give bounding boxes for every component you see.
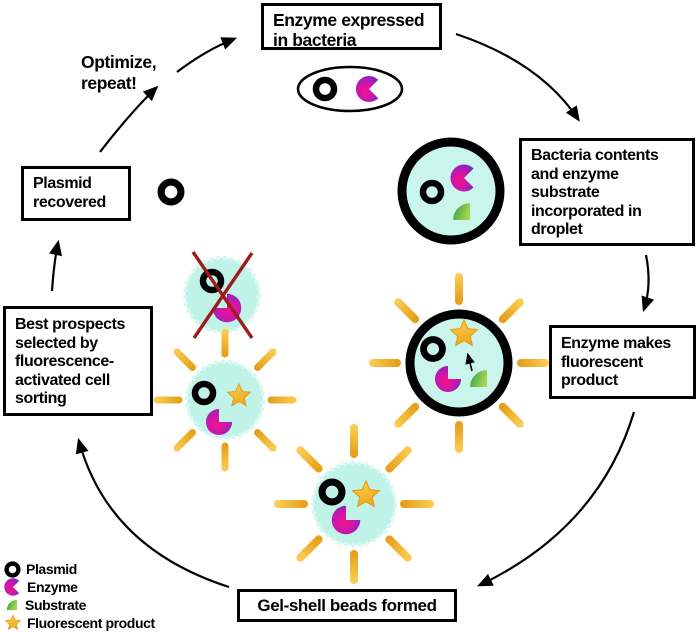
glowing-droplet — [369, 273, 549, 453]
droplet-with-contents — [397, 137, 505, 245]
rejected-gel-bead — [183, 251, 261, 339]
recovered-plasmid-icon — [161, 182, 181, 202]
selected-gel-bead — [153, 328, 297, 472]
legend: Plasmid Enzyme Substrate Fluorescent pro… — [4, 560, 155, 632]
step-box-best-prospects: Best prospects selected by fluorescence-… — [3, 306, 153, 416]
legend-item-fluorescent-product: Fluorescent product — [4, 614, 155, 632]
fluorescence-rays — [153, 328, 297, 472]
fluorescence-rays — [274, 424, 434, 584]
step-box-gel-shell-beads: Gel-shell beads formed — [237, 589, 457, 622]
arrow-optimize-to-top-box — [176, 37, 238, 73]
arrow-top-box-to-droplet — [455, 32, 580, 122]
step-box-enzyme-expressed: Enzyme expressed in bacteria — [261, 3, 442, 50]
step-box-plasmid-recovered: Plasmid recovered — [21, 166, 131, 221]
enzyme-icon — [4, 578, 20, 596]
legend-item-enzyme: Enzyme — [4, 578, 155, 596]
bacteria-cell — [296, 65, 404, 113]
legend-label: Plasmid — [26, 561, 77, 577]
optimize-repeat-note: Optimize, repeat! — [81, 52, 157, 93]
legend-label: Enzyme — [27, 579, 78, 595]
substrate-icon — [6, 599, 17, 610]
arrow-sorting-to-plasmid — [49, 239, 62, 292]
legend-label: Fluorescent product — [27, 615, 155, 631]
arrow-plasmid-to-optimize — [99, 85, 159, 153]
fluorescence-rays — [369, 273, 549, 453]
arrow-droplet-to-enzyme-makes — [641, 254, 655, 313]
step-box-bacteria-contents: Bacteria contents and enzyme substrate i… — [519, 138, 695, 246]
fluorescent-product-icon — [5, 614, 21, 630]
arrow-gel-shell-to-sorting — [75, 437, 230, 589]
legend-label: Substrate — [25, 597, 86, 613]
legend-item-plasmid: Plasmid — [4, 560, 155, 578]
cycle-arrows — [49, 32, 655, 589]
plasmid-icon — [4, 561, 21, 578]
reject-cross-icon — [191, 251, 254, 339]
legend-item-substrate: Substrate — [4, 596, 155, 614]
reaction-arrow — [465, 352, 475, 372]
gel-shell-bead — [274, 424, 434, 584]
arrow-enzyme-makes-to-gel-shell — [477, 411, 636, 587]
step-box-enzyme-makes-product: Enzyme makes fluorescent product — [549, 325, 696, 399]
